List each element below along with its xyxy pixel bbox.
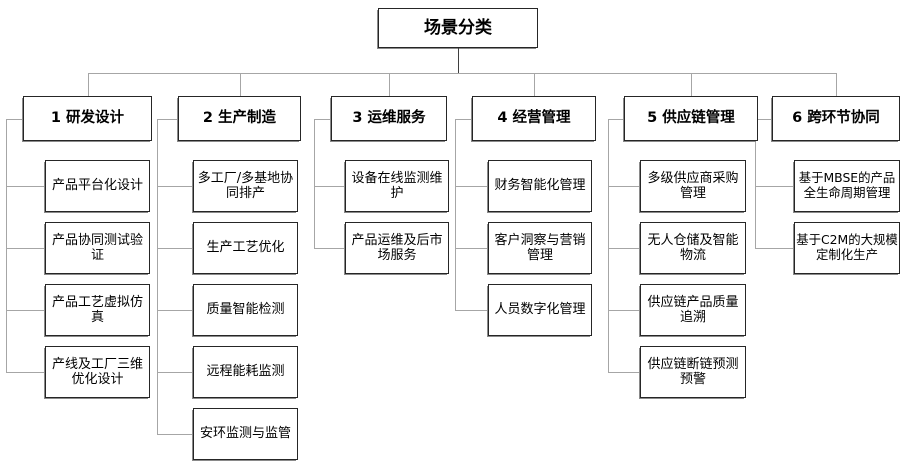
category-header-6[interactable]: 6 跨环节协同 [772,96,900,141]
scenario-2-4-label: 远程能耗监测 [206,364,285,380]
stub-col-1-item-1 [6,186,45,187]
scenario-1-2[interactable]: 产品协同测试验证 [45,222,150,274]
scenario-2-4[interactable]: 远程能耗监测 [193,346,298,398]
stub-col-3-item-1 [314,186,345,187]
scenario-2-3[interactable]: 质量智能检测 [193,284,298,336]
root-node[interactable]: 场景分类 [378,8,538,48]
header-drop-col-1 [87,73,89,96]
scenario-3-2-label: 产品运维及后市场服务 [351,232,443,263]
stub-col-1-item-2 [6,248,45,249]
stub-col-1-item-3 [6,310,45,311]
stub-header-col-2 [157,118,178,120]
stub-col-6-item-1 [755,186,794,187]
stub-col-2-item-3 [157,310,193,311]
stub-col-2-item-1 [157,186,193,187]
root-stem [458,48,459,73]
spine-col-1 [6,118,7,372]
scenario-1-1[interactable]: 产品平台化设计 [45,160,150,212]
scenario-2-5[interactable]: 安环监测与监管 [193,408,298,460]
header-drop-col-3 [389,73,390,96]
stub-col-5-item-2 [608,248,640,249]
stub-header-col-4 [455,118,472,120]
scenario-1-2-label: 产品协同测试验证 [51,232,143,263]
scenario-5-2[interactable]: 无人仓储及智能物流 [640,222,746,274]
scenario-4-2-label: 客户洞察与营销管理 [494,232,586,263]
spine-col-6 [755,118,756,248]
category-header-2[interactable]: 2 生产制造 [178,96,301,141]
scenario-3-1-label: 设备在线监测维护 [351,170,443,201]
scenario-2-2-label: 生产工艺优化 [206,240,285,256]
scenario-1-1-label: 产品平台化设计 [51,178,143,194]
category-header-3[interactable]: 3 运维服务 [331,96,447,141]
category-header-4[interactable]: 4 经营管理 [472,96,596,141]
distribution-bus [87,73,836,74]
scenario-2-3-label: 质量智能检测 [206,302,285,318]
stub-col-5-item-4 [608,372,640,373]
scenario-5-1-label: 多级供应商采购管理 [647,170,739,201]
spine-col-2 [157,118,158,434]
scenario-3-1[interactable]: 设备在线监测维护 [345,160,449,212]
category-header-4-label: 4 经营管理 [497,109,571,126]
root-node-label: 场景分类 [424,17,492,38]
stub-header-col-1 [6,118,23,120]
scenario-6-2[interactable]: 基于C2M的大规模定制化生产 [794,222,900,274]
scenario-4-1[interactable]: 财务智能化管理 [488,160,592,212]
header-drop-col-4 [534,73,535,96]
header-drop-col-5 [691,73,692,96]
stub-header-col-5 [608,118,624,120]
stub-col-2-item-4 [157,372,193,373]
scenario-4-1-label: 财务智能化管理 [494,178,586,194]
scenario-5-1[interactable]: 多级供应商采购管理 [640,160,746,212]
category-header-1[interactable]: 1 研发设计 [23,96,152,141]
stub-col-5-item-1 [608,186,640,187]
scenario-2-5-label: 安环监测与监管 [199,426,291,442]
scenario-5-3[interactable]: 供应链产品质量追溯 [640,284,746,336]
scenario-2-1[interactable]: 多工厂/多基地协同排产 [193,160,298,212]
scenario-4-3-label: 人员数字化管理 [494,302,586,318]
scenario-1-4-label: 产线及工厂三维优化设计 [51,356,143,387]
scenario-1-4[interactable]: 产线及工厂三维优化设计 [45,346,150,398]
stub-col-4-item-3 [455,310,488,311]
scenario-6-1[interactable]: 基于MBSE的产品全生命周期管理 [794,160,900,212]
scenario-1-3-label: 产品工艺虚拟仿真 [51,294,143,325]
scenario-2-2[interactable]: 生产工艺优化 [193,222,298,274]
scenario-3-2[interactable]: 产品运维及后市场服务 [345,222,449,274]
stub-col-1-item-4 [6,372,45,373]
spine-col-4 [455,118,456,310]
stub-header-col-3 [314,118,331,120]
scenario-5-4-label: 供应链断链预测预警 [647,356,739,387]
stub-header-col-6 [755,118,772,120]
scenario-1-3[interactable]: 产品工艺虚拟仿真 [45,284,150,336]
scenario-5-3-label: 供应链产品质量追溯 [647,294,739,325]
scenario-5-4[interactable]: 供应链断链预测预警 [640,346,746,398]
scenario-4-2[interactable]: 客户洞察与营销管理 [488,222,592,274]
stub-col-6-item-2 [755,248,794,249]
category-header-1-label: 1 研发设计 [50,109,125,126]
stub-col-2-item-5 [157,434,193,435]
stub-col-4-item-1 [455,186,488,187]
category-header-5[interactable]: 5 供应链管理 [624,96,758,141]
stub-col-5-item-3 [608,310,640,311]
category-header-6-label: 6 跨环节协同 [792,109,880,126]
scenario-5-2-label: 无人仓储及智能物流 [647,232,739,263]
scenario-4-3[interactable]: 人员数字化管理 [488,284,592,336]
stub-col-4-item-2 [455,248,488,249]
category-header-3-label: 3 运维服务 [352,109,426,126]
category-header-5-label: 5 供应链管理 [647,109,735,126]
scenario-6-1-label: 基于MBSE的产品全生命周期管理 [798,170,896,200]
header-drop-col-2 [239,73,241,96]
spine-col-5 [608,118,609,372]
category-header-2-label: 2 生产制造 [202,109,277,126]
scenario-6-2-label: 基于C2M的大规模定制化生产 [796,232,898,262]
scenario-2-1-label: 多工厂/多基地协同排产 [197,170,294,201]
stub-col-2-item-2 [157,248,193,249]
spine-col-3 [314,118,315,248]
stub-col-3-item-2 [314,248,345,249]
header-drop-col-6 [836,73,837,96]
